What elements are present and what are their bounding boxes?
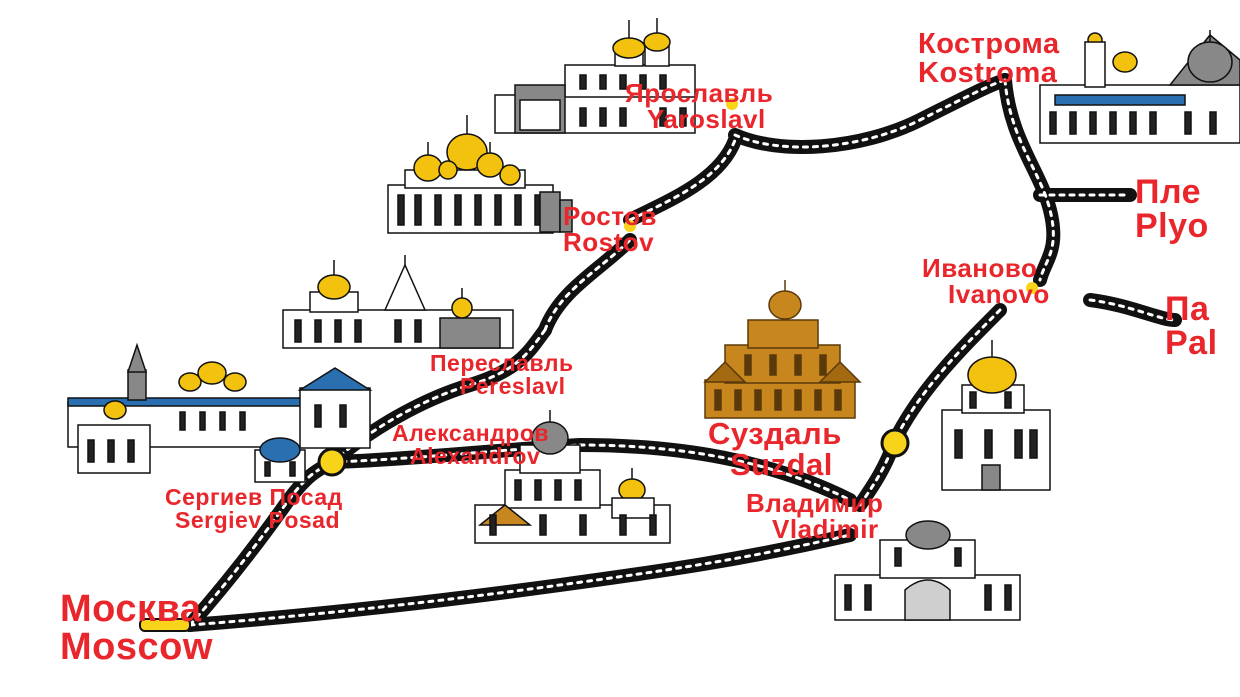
road-yaroslavl-kostroma [728, 73, 1012, 154]
city-name-en: Pal [1165, 324, 1218, 362]
city-name-en: Suzdal [730, 447, 833, 482]
yaroslavl-cathedral-icon [494, 18, 696, 134]
city-label-sergiev-posad[interactable]: Сергиев Посад Sergiev Posad [165, 486, 343, 532]
city-name-en: Yaroslavl [647, 104, 766, 134]
road-moscow-vladimir [183, 528, 857, 632]
city-label-plyos[interactable]: Пле Plyo [1135, 175, 1209, 243]
city-label-suzdal[interactable]: Суздаль Suzdal [708, 418, 842, 480]
vladimir-golden-gate-icon [834, 520, 1021, 621]
stop-sergiev-posad [317, 447, 347, 477]
sergiev-posad-lavra-icon [67, 342, 373, 483]
city-name-ru: Ростов [563, 201, 657, 231]
city-label-ivanovo[interactable]: Иваново Ivanovo [922, 255, 1050, 307]
city-label-moscow[interactable]: Москва Moscow [60, 590, 213, 666]
city-name-ru: Переславль [430, 350, 574, 376]
city-name-en: Moscow [60, 626, 213, 668]
city-label-rostov[interactable]: Ростов Rostov [563, 203, 657, 255]
road-dashes [188, 78, 1177, 627]
city-name-ru: Москва [60, 588, 202, 630]
city-name-ru: Владимир [746, 488, 884, 518]
city-name-ru: Ярославль [625, 78, 774, 108]
city-name-ru: Суздаль [708, 416, 842, 451]
city-name-ru: Иваново [922, 253, 1038, 283]
city-label-kostroma[interactable]: Кострома Kostroma [918, 30, 1060, 88]
stop-rostov [624, 220, 636, 232]
stop-yaroslavl [726, 98, 738, 110]
city-name-ru: Па [1165, 290, 1210, 328]
city-name-en: Pereslavl [460, 373, 566, 399]
stop-markers [139, 98, 1038, 632]
city-name-en: Kostroma [918, 57, 1058, 89]
city-name-en: Plyo [1135, 207, 1209, 245]
pereslavl-church-icon [282, 255, 514, 349]
city-name-en: Ivanovo [948, 279, 1050, 309]
city-name-en: Sergiev Posad [175, 507, 341, 533]
city-label-alexandrov[interactable]: Александров Alexandrov [392, 422, 549, 468]
city-label-vladimir[interactable]: Владимир Vladimir [746, 490, 883, 542]
rostov-kremlin-icon [387, 115, 573, 234]
city-label-pereslavl[interactable]: Переславль Pereslavl [430, 352, 574, 398]
city-label-palekh[interactable]: Па Pal [1165, 292, 1218, 360]
roads [183, 73, 1182, 632]
road-outer [183, 73, 1182, 632]
alexandrov-kremlin-icon [474, 410, 671, 544]
city-name-en: Rostov [563, 227, 655, 257]
city-name-ru: Александров [392, 420, 550, 446]
city-name-ru: Кострома [918, 28, 1060, 60]
city-name-en: Vladimir [772, 514, 879, 544]
stop-suzdal [880, 428, 910, 458]
suzdal-wooden-church-icon [703, 280, 862, 419]
city-name-ru: Пле [1135, 173, 1201, 211]
kostroma-monastery-icon [1039, 30, 1240, 144]
stop-moscow [139, 618, 191, 632]
city-label-yaroslavl[interactable]: Ярославль Yaroslavl [625, 80, 773, 132]
bogolyubovo-church-icon [941, 340, 1051, 491]
city-name-en: Alexandrov [410, 443, 541, 469]
stop-ivanovo [1026, 282, 1038, 294]
city-name-ru: Сергиев Посад [165, 484, 343, 510]
